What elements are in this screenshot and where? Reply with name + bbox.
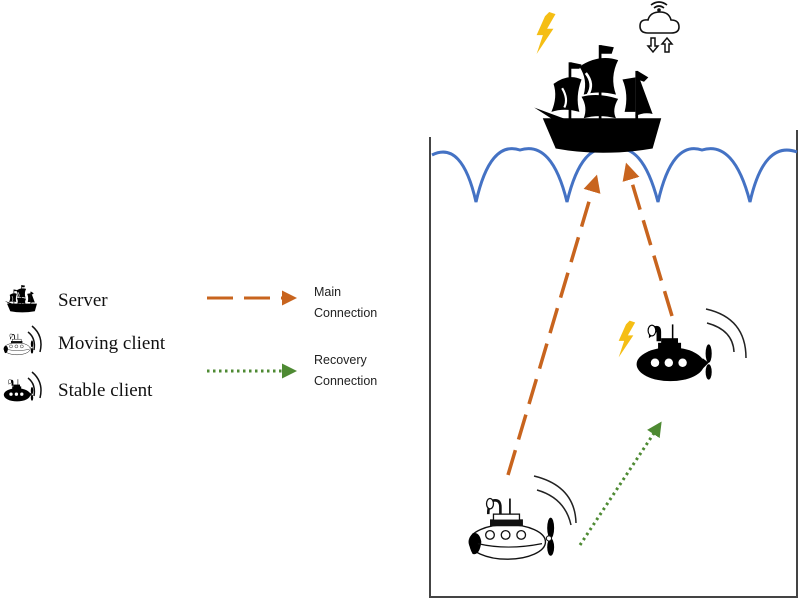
legend: Server Moving client Stable client Main … (3, 284, 377, 402)
recovery-connection-moving-to-stable (578, 421, 662, 546)
ship-icon (532, 43, 663, 155)
tank-border (429, 130, 798, 598)
main-connection-moving-to-server (506, 174, 601, 476)
submarine-filled-icon (3, 378, 34, 402)
legend-label-recovery-line2: Connection (314, 374, 377, 388)
submarine-filled-icon (635, 323, 713, 382)
legend-item-server: Server (4, 284, 108, 313)
moving-client-node (467, 475, 577, 561)
legend-item-moving-client: Moving client (3, 325, 166, 356)
legend-label-main-line1: Main (314, 285, 341, 299)
legend-label-main-line2: Connection (314, 306, 377, 320)
legend-item-stable-client: Stable client (3, 371, 153, 402)
upload-download-arrows-icon (646, 36, 674, 54)
water-tank (429, 130, 798, 598)
legend-label-stable-client: Stable client (58, 380, 153, 401)
signal-waves-icon (705, 308, 747, 359)
connections (506, 162, 674, 546)
submarine-outline-icon (3, 333, 34, 356)
legend-item-main-connection: Main Connection (207, 285, 377, 320)
legend-label-moving-client: Moving client (58, 333, 166, 354)
signal-waves-icon (27, 325, 42, 353)
lightning-icon (618, 320, 636, 358)
signal-waves-icon (533, 475, 577, 526)
signal-waves-icon (27, 371, 42, 399)
legend-label-server: Server (58, 290, 108, 311)
server-node (532, 1, 680, 155)
cloud-wifi-icon (639, 1, 680, 34)
water-waves (431, 147, 798, 203)
submarine-outline-icon (467, 497, 556, 561)
lightning-icon (536, 12, 556, 54)
ship-icon (4, 284, 38, 313)
main-connection-stable-to-server (622, 162, 674, 317)
stable-client-node (618, 308, 747, 382)
legend-label-recovery-line1: Recovery (314, 353, 368, 367)
legend-item-recovery-connection: Recovery Connection (207, 353, 377, 388)
